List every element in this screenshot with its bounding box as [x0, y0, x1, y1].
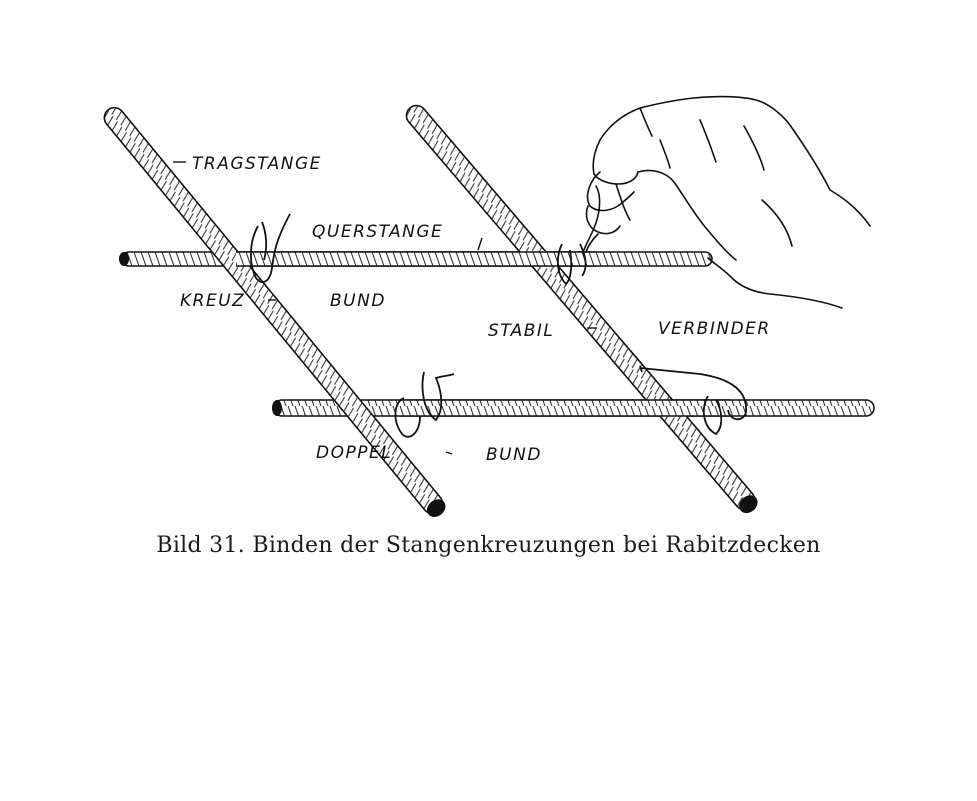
- label-tragstange: TRAGSTANGE: [192, 154, 322, 174]
- label-doppel: DOPPEL: [316, 443, 392, 463]
- tragstange-right: [405, 104, 758, 514]
- label-stabil: STABIL: [488, 321, 554, 341]
- label-kreuz: KREUZ: [180, 291, 245, 311]
- querstange-upper-front: [236, 251, 596, 267]
- caption-number: Bild 31.: [156, 533, 246, 558]
- stabil-verbinder-lower: [639, 365, 747, 436]
- label-bund-1: BUND: [330, 291, 386, 311]
- querstange-lower-front: [400, 399, 730, 417]
- doppelbund-wire: [394, 371, 455, 438]
- leader-lines: [173, 161, 596, 455]
- label-verbinder: VERBINDER: [658, 319, 771, 339]
- label-bund-2: BUND: [486, 445, 542, 465]
- caption-text: Binden der Stangenkreuzungen bei Rabitzd…: [252, 533, 821, 558]
- hand-illustration: [583, 95, 871, 309]
- tragstange-left: [103, 106, 446, 518]
- figure-caption: Bild 31. Binden der Stangenkreuzungen be…: [0, 533, 977, 558]
- label-querstange: QUERSTANGE: [312, 222, 443, 242]
- kreuzbund-wire: [250, 213, 291, 283]
- stabil-verbinder-upper: [557, 243, 587, 286]
